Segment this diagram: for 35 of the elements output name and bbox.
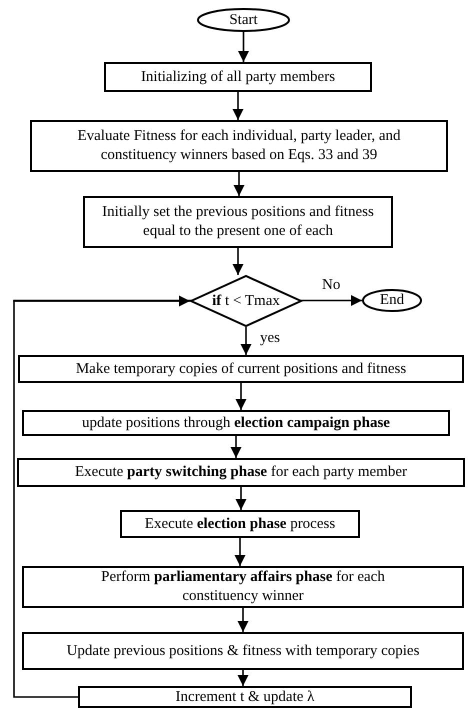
step-text: End: [380, 291, 404, 310]
process-box: [120, 510, 360, 538]
arrow: [232, 92, 244, 120]
arrow: [238, 32, 250, 62]
step-text: Evaluate Fitness for each individual, party leader, and constituency winners based on Eqs. 33 and 39: [76, 127, 402, 165]
arrow: [237, 608, 249, 632]
step-text: Start: [229, 10, 258, 30]
process-box: [22, 632, 464, 670]
process-box: [78, 686, 412, 708]
process-box: [104, 62, 372, 92]
step-text: Update previous positions & fitness with temporary copies: [66, 642, 420, 660]
arrow: [234, 538, 246, 566]
step-text: Initializing of all party members: [140, 68, 336, 86]
arrow: [235, 383, 247, 410]
step-text: Initially set the previous positions and fitness equal to the present one of each: [101, 203, 375, 241]
step-text: update positions through election campaign phase: [81, 414, 391, 432]
arrow: [230, 436, 242, 458]
process-box: [22, 566, 464, 608]
process-box: [17, 458, 465, 487]
arrow: [235, 487, 247, 510]
step-text: Execute party switching phase for each party member: [74, 463, 408, 482]
process-box: [30, 120, 448, 172]
step-text: Increment t & update λ: [174, 688, 316, 706]
condition-text: if t < Tmax: [212, 292, 280, 310]
arrow: [232, 248, 244, 275]
arrow: [237, 670, 249, 686]
step-text: Make temporary copies of current positions and fitness: [74, 360, 408, 378]
arrow: [233, 172, 245, 196]
process-box: [83, 196, 393, 248]
step-text: Perform parliamentary affairs phase for each constituency winner: [100, 568, 386, 606]
arrow: [13, 295, 190, 698]
arrow: [240, 327, 252, 355]
step-text: Execute election phase process: [144, 514, 336, 534]
process-box: [18, 355, 464, 383]
process-box: [22, 410, 450, 436]
